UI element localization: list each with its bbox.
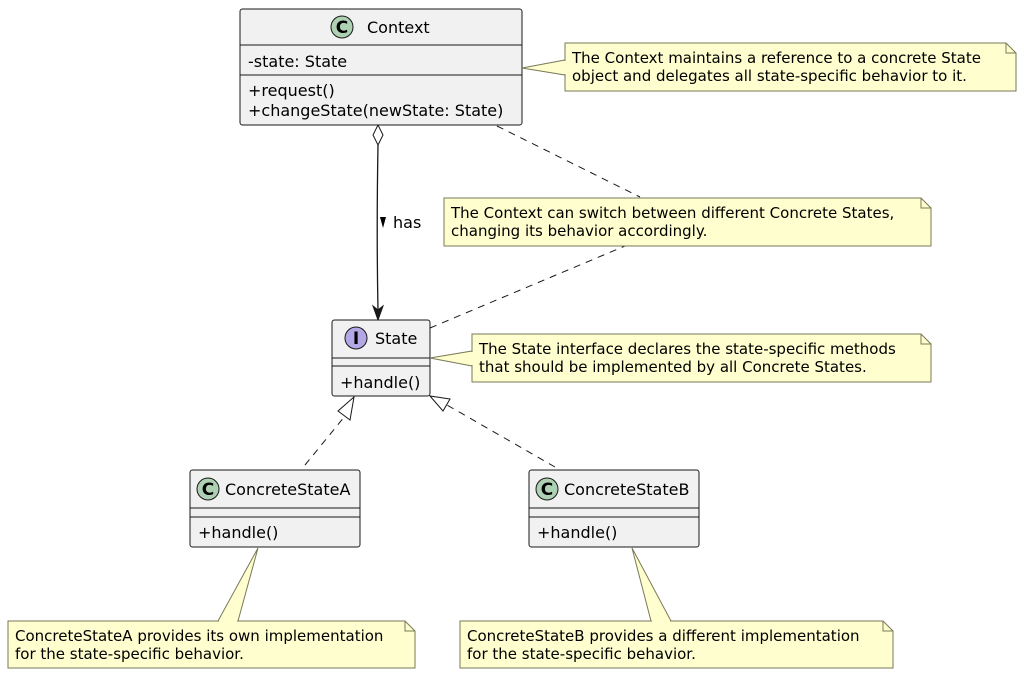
class-badge-icon [330,15,354,39]
note-line: ConcreteStateB provides a different impl… [467,627,860,645]
arrowhead [371,304,385,322]
class-name: Context [367,18,430,37]
note-line: The State interface declares the state-s… [478,340,896,358]
class-name: State [375,329,417,348]
realization-triangle-b [428,395,451,412]
note-line: object and delegates all state-specific … [572,67,967,85]
class-name: ConcreteStateB [564,480,689,499]
class-method: +request() [248,81,335,100]
class-method: +changeState(newState: State) [248,101,503,120]
interface-state[interactable]: I State +handle() [331,319,431,397]
class-stereotype-letter: I [353,329,359,349]
realization-line-b [446,404,556,468]
note-line: for the state-specific behavior. [15,645,244,663]
relation-label-has: has [393,213,421,232]
note-state: The State interface declares the state-s… [429,333,932,383]
class-method: +handle() [198,523,278,542]
class-concrete-state-b[interactable]: C ConcreteStateB +handle() [528,469,700,548]
class-stereotype-letter: C [202,480,214,500]
class-concrete-state-a[interactable]: C ConcreteStateA +handle() [189,469,361,548]
class-attribute: -state: State [248,52,347,71]
note-line: The Context can switch between different… [450,204,894,222]
note-line: that should be implemented by all Concre… [479,358,867,376]
class-method: +handle() [340,373,420,392]
class-badge-icon [535,477,559,501]
class-context[interactable]: C Context -state: State +request() +chan… [239,8,523,126]
note-line: The Context maintains a reference to a c… [571,49,981,67]
class-stereotype-letter: C [336,18,348,38]
class-method: +handle() [537,523,617,542]
note-line: changing its behavior accordingly. [451,222,707,240]
note-concrete-state-a: ConcreteStateA provides its own implemen… [7,547,416,669]
note-line: for the state-specific behavior. [467,645,696,663]
note-switch: The Context can switch between different… [443,197,932,247]
aggregation-diamond [372,123,384,147]
direction-triangle-icon [380,217,386,228]
class-badge-icon [196,477,220,501]
note-context: The Context maintains a reference to a c… [521,42,1017,92]
note-concrete-state-b: ConcreteStateB provides a different impl… [459,547,894,669]
realization-triangle-a [337,395,355,421]
note-line: ConcreteStateA provides its own implemen… [15,627,383,645]
class-stereotype-letter: C [541,480,553,500]
note-link-state [429,245,626,329]
note-link-context [496,125,641,198]
realization-line-a [304,415,346,466]
aggregation-line [376,144,379,311]
interface-badge-icon [344,326,368,350]
class-name: ConcreteStateA [225,480,350,499]
